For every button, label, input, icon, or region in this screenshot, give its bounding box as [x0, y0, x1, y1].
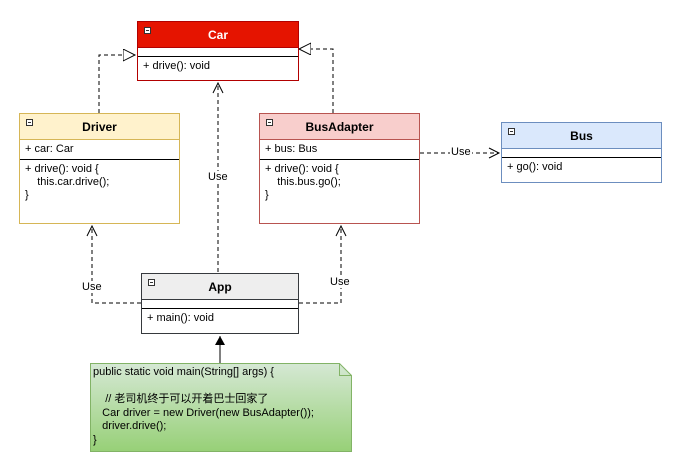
use-label-app-car: Use [207, 171, 229, 183]
compartment-divider [20, 159, 179, 160]
collapse-toggle-icon[interactable] [26, 119, 33, 126]
operations-compartment: + drive(): void { this.car.drive();} [20, 160, 179, 205]
app-uses-busadapter [299, 224, 347, 304]
class-bus[interactable]: Bus + go(): void [501, 122, 662, 183]
operations-compartment: + drive(): void { this.bus.go();} [260, 160, 419, 205]
busadapter-realizes-car [299, 49, 334, 113]
driver-realizes-car [98, 55, 135, 113]
attributes-compartment: + car: Car [20, 140, 179, 159]
use-label-busadapter-bus: Use [450, 146, 472, 158]
note-line [93, 380, 314, 394]
member-line: + drive(): void [143, 60, 210, 72]
note-line: Car driver = new Driver(new BusAdapter()… [93, 406, 314, 419]
class-bus-adapter[interactable]: BusAdapter + bus: Bus + drive(): void { th… [259, 113, 420, 224]
member-line: this.car.drive(); [25, 176, 110, 188]
empty-compartment [138, 48, 298, 56]
compartment-divider [502, 157, 661, 158]
member-line: + bus: Bus [265, 143, 318, 155]
note-line: public static void main(String[] args) { [93, 366, 274, 378]
member-line: } [265, 189, 269, 201]
operations-compartment: + main(): void [142, 309, 298, 328]
class-car[interactable]: Car + drive(): void [137, 21, 299, 81]
bus-adapter-header: BusAdapter [260, 114, 419, 140]
member-line: + go(): void [507, 161, 563, 173]
app-header: App [142, 274, 298, 300]
car-header: Car [138, 22, 298, 48]
member-line: this.bus.go(); [265, 176, 341, 188]
compartment-divider [260, 159, 419, 160]
empty-compartment [142, 300, 298, 308]
member-line: + car: Car [25, 143, 74, 155]
class-name: App [208, 280, 232, 294]
note-code-text: public static void main(String[] args) {… [93, 366, 314, 447]
operations-compartment: + drive(): void [138, 57, 298, 76]
member-line: } [25, 189, 29, 201]
app-uses-driver [86, 224, 141, 304]
member-line: + drive(): void { [265, 163, 339, 175]
use-label-app-driver: Use [81, 281, 103, 293]
driver-header: Driver [20, 114, 179, 140]
code-note[interactable]: public static void main(String[] args) {… [90, 363, 352, 452]
compartment-divider [138, 56, 298, 57]
collapse-toggle-icon[interactable] [508, 128, 515, 135]
empty-compartment [502, 149, 661, 157]
note-line: driver.drive(); [93, 420, 167, 432]
member-line: + main(): void [147, 312, 214, 324]
note-line: } [93, 433, 97, 446]
attributes-compartment: + bus: Bus [260, 140, 419, 159]
member-line: + drive(): void { [25, 163, 99, 175]
operations-compartment: + go(): void [502, 158, 661, 177]
collapse-toggle-icon[interactable] [144, 27, 151, 34]
class-name: BusAdapter [305, 120, 374, 134]
collapse-toggle-icon[interactable] [266, 119, 273, 126]
class-name: Bus [570, 129, 593, 143]
note-shape [90, 363, 352, 452]
class-name: Car [207, 28, 228, 42]
bus-header: Bus [502, 123, 661, 149]
use-label-app-busadapter: Use [329, 276, 351, 288]
collapse-toggle-icon[interactable] [148, 279, 155, 286]
note-line: // 老司机终于可以开着巴士回家了 [93, 393, 269, 405]
class-name: Driver [82, 120, 117, 134]
class-driver[interactable]: Driver + car: Car + drive(): void { this.c… [19, 113, 180, 224]
compartment-divider [142, 308, 298, 309]
class-app[interactable]: App + main(): void [141, 273, 299, 334]
